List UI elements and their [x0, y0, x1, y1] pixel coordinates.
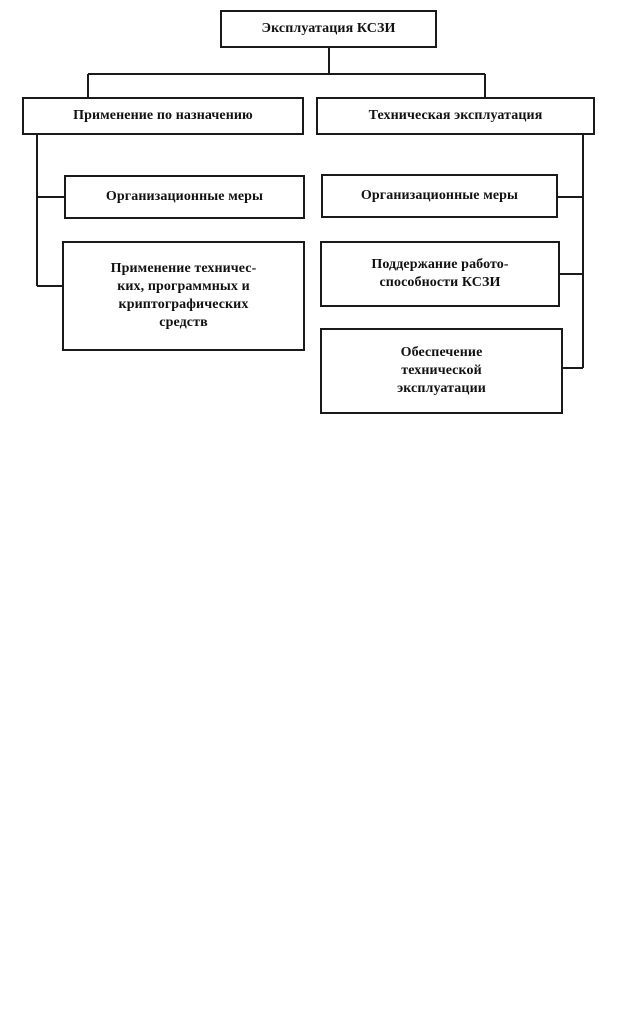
right-organizational-measures-node: Организационные меры	[321, 174, 558, 218]
root-node: Эксплуатация КСЗИ	[220, 10, 437, 48]
left-organizational-measures-node: Организационные меры	[64, 175, 305, 219]
right-technical-operation-support-node: Обеспечение технической эксплуатации	[320, 328, 563, 414]
left-branch-heading: Применение по назначению	[22, 97, 304, 135]
ksz-operation-diagram: Эксплуатация КСЗИ Применение по назначен…	[0, 0, 632, 430]
right-operability-support-node: Поддержание работо- способности КСЗИ	[320, 241, 560, 307]
right-branch-heading: Техническая эксплуатация	[316, 97, 595, 135]
left-technical-means-node: Применение техничес- ких, программных и …	[62, 241, 305, 351]
